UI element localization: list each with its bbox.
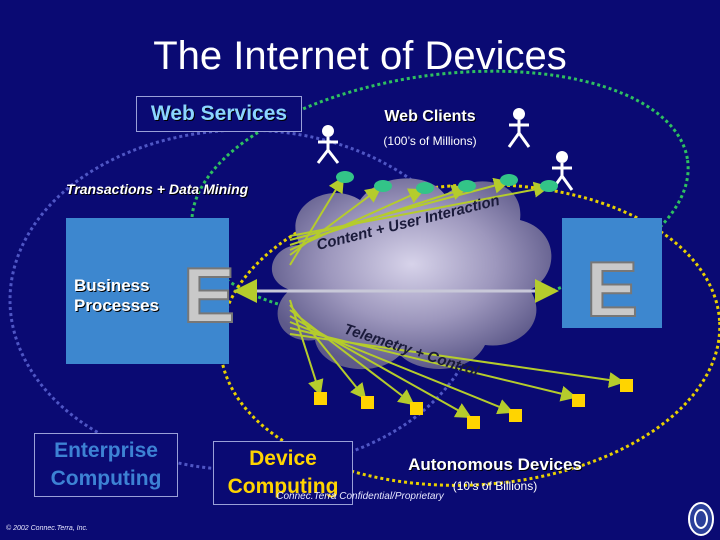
copyright: © 2002 Connec.Terra, Inc.	[6, 525, 88, 532]
business-processes-line-2: Processes	[74, 296, 160, 315]
stick-figure-icon	[316, 125, 340, 164]
stick-figure-icon	[507, 108, 531, 148]
logo-icon	[688, 502, 714, 536]
device-square-icon	[314, 379, 633, 429]
right-e-box	[562, 218, 662, 328]
confidential-notice: Connec.Terra Confidential/Proprietary	[276, 491, 444, 502]
stick-figure-icon	[550, 151, 574, 191]
right-e-letter: E	[586, 245, 638, 333]
telemetry-control-label: Telemetry + Control	[342, 321, 482, 381]
web-clients-label: Web Clients	[384, 108, 476, 125]
page-title: The Internet of Devices	[153, 34, 567, 78]
enterprise-computing-box: Enterprise Computing	[34, 433, 178, 497]
autonomous-devices-count: (10’s of Billions)	[452, 479, 538, 493]
device-computing-box: Device Computing	[213, 441, 353, 505]
web-services-label: Web Services	[150, 102, 288, 125]
device-arrows	[289, 299, 625, 418]
client-ellipse-icon	[336, 171, 558, 194]
left-e-letter: E	[183, 251, 235, 339]
autonomous-devices-label: Autonomous Devices	[408, 455, 582, 474]
enterprise-line-2: Computing	[50, 467, 162, 490]
business-processes-box	[66, 218, 229, 364]
enterprise-line-1: Enterprise	[54, 439, 158, 462]
web-services-box: Web Services	[136, 96, 302, 132]
transactions-label: Transactions + Data Mining	[66, 181, 249, 197]
business-processes-label: Business Processes	[74, 276, 159, 316]
business-processes-line-1: Business	[74, 276, 150, 295]
device-line-2: Computing	[227, 475, 339, 498]
content-interaction-label: Content + User Interaction	[315, 192, 501, 254]
client-arrows	[289, 176, 550, 266]
web-clients-ellipse	[190, 69, 690, 321]
device-line-1: Device	[249, 447, 317, 470]
web-clients-count: (100’s of Millions)	[383, 134, 477, 148]
